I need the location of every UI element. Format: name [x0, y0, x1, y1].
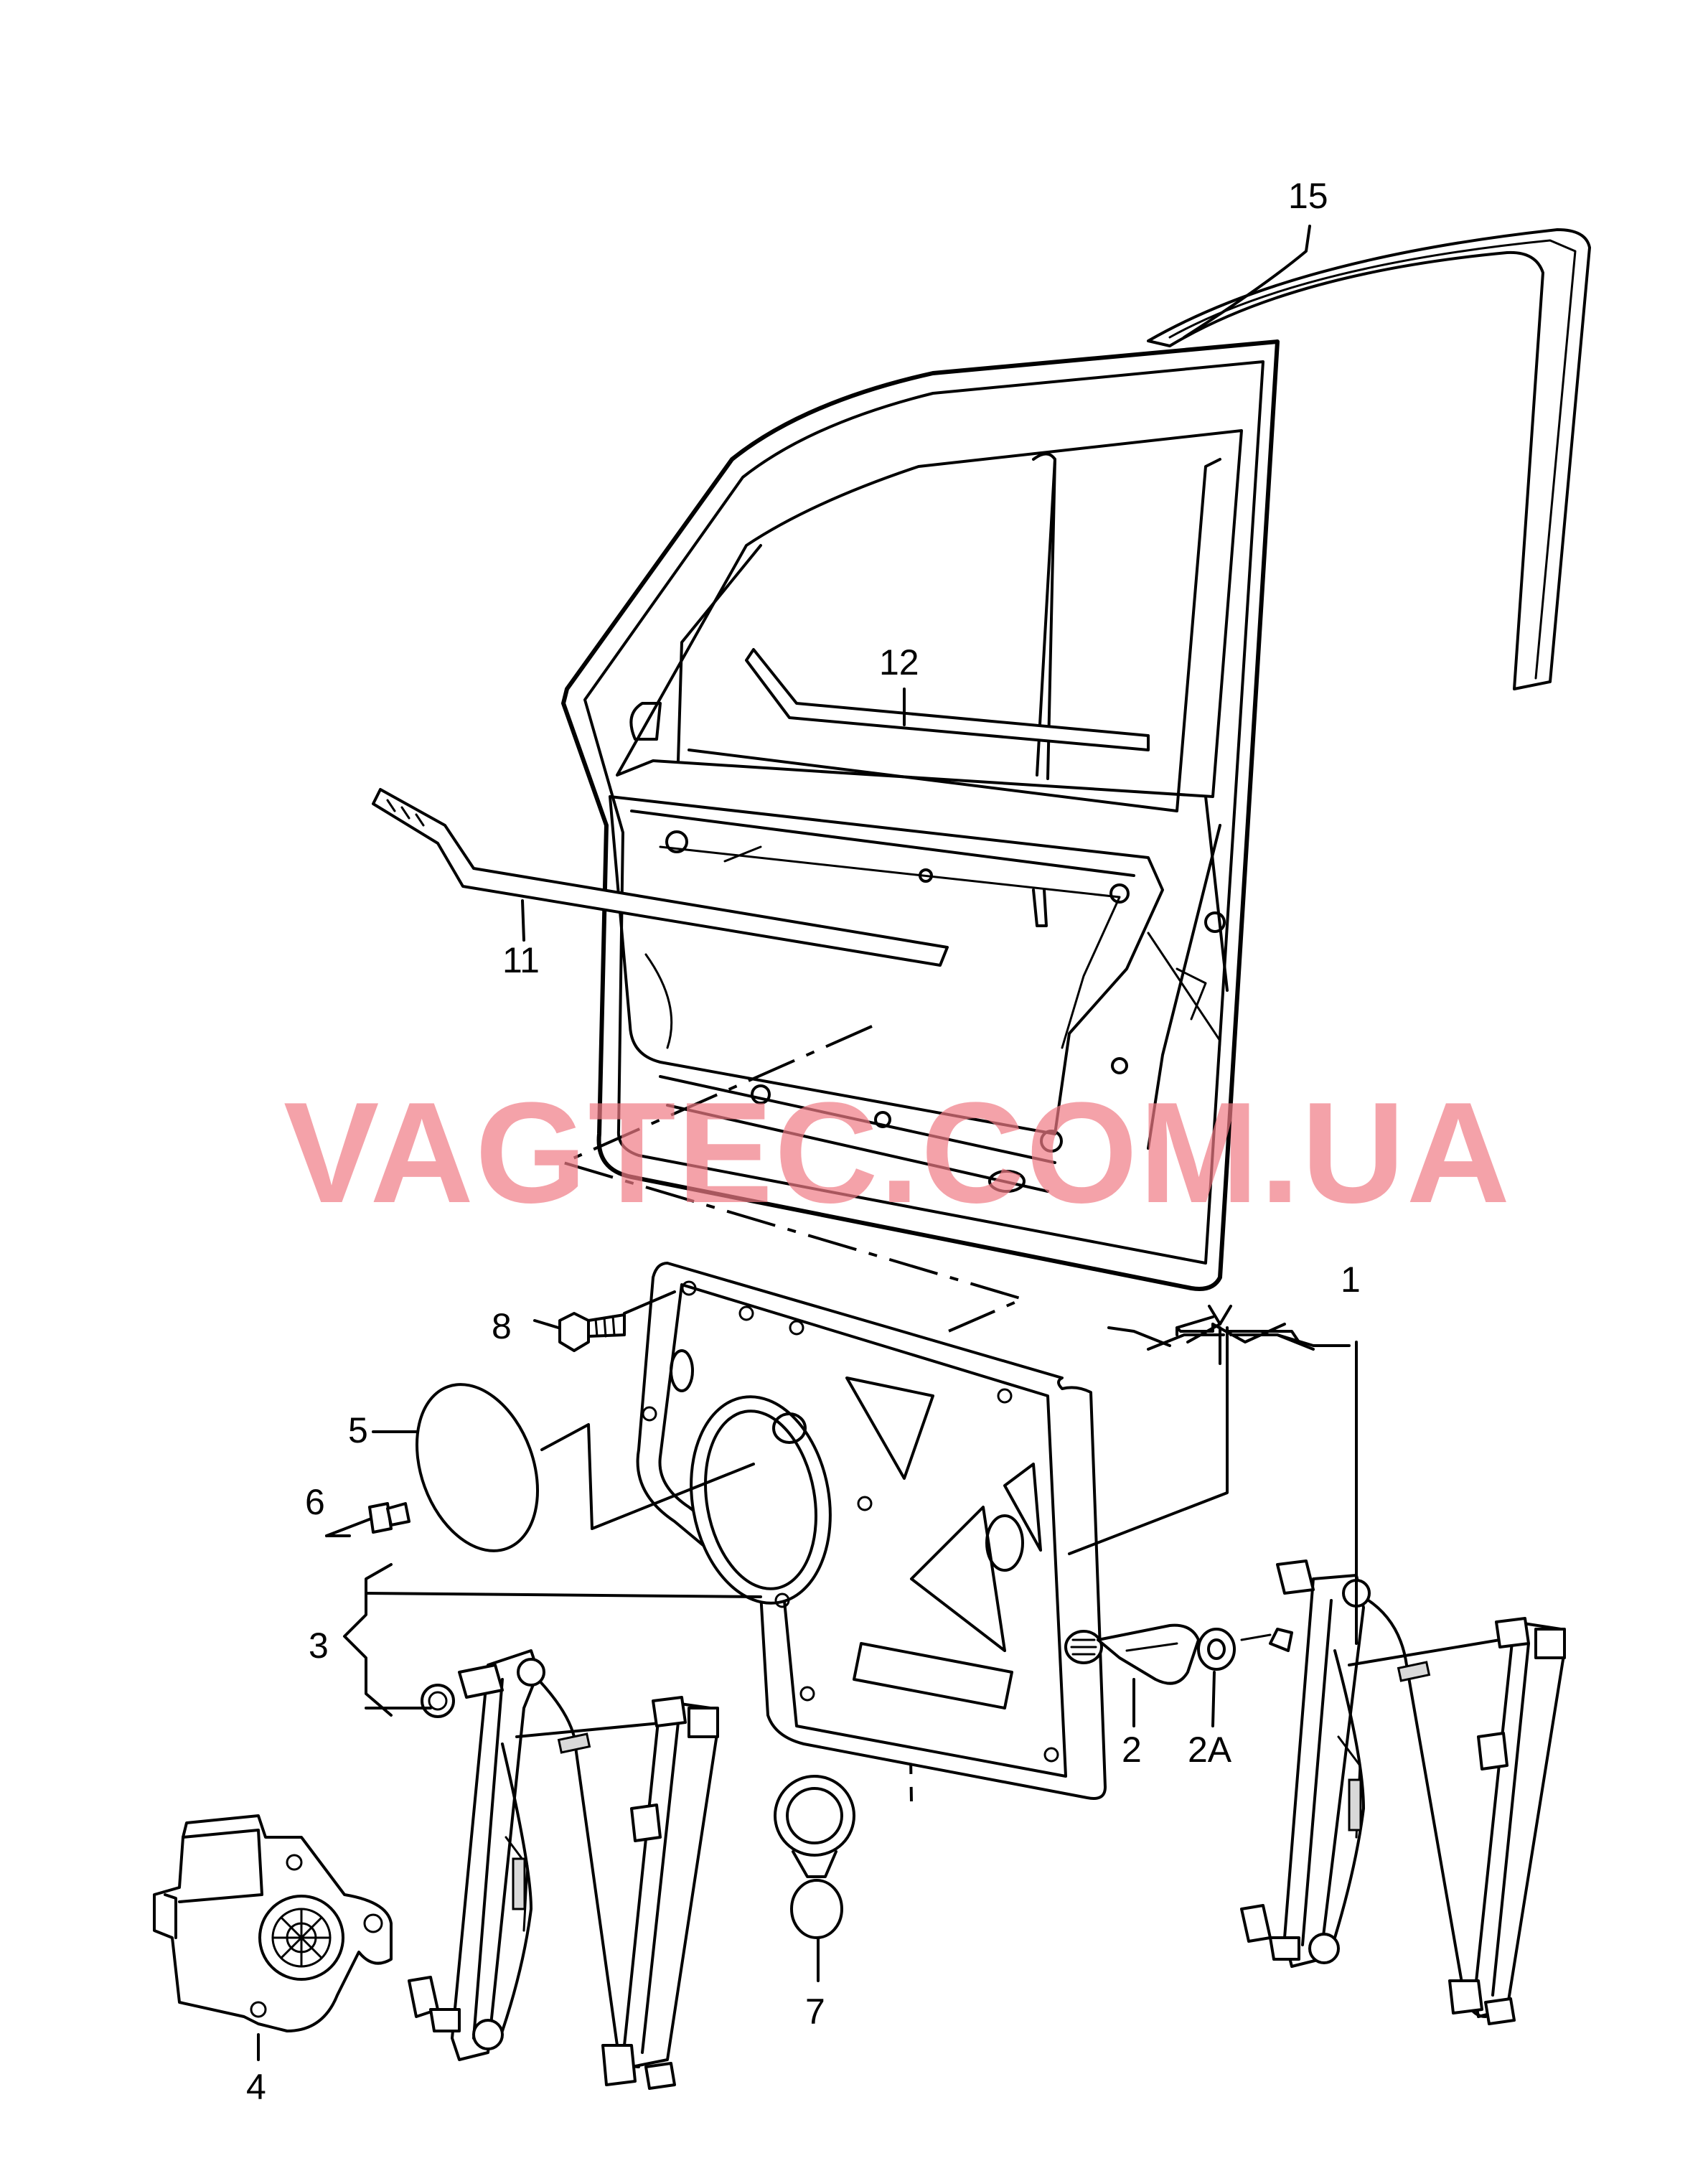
callout-12: 12 [879, 642, 919, 683]
window-seal-15 [1147, 228, 1591, 690]
callout-labels: 15 12 11 1 8 5 6 3 2 2A 7 4 [246, 176, 1361, 2107]
rivet-6 [325, 1502, 410, 1537]
door-module-carrier [636, 1262, 1107, 1800]
callout-4: 4 [246, 2067, 266, 2107]
leader-lines [257, 225, 1358, 2061]
callout-3: 3 [309, 1626, 329, 1666]
washer-2a [1197, 1628, 1236, 1671]
callout-11: 11 [502, 940, 540, 980]
window-motor-4 [153, 1814, 393, 2032]
callout-6: 6 [305, 1482, 325, 1522]
window-regulator-1 [1240, 1559, 1566, 2025]
cap-7 [774, 1775, 855, 1939]
screw-8 [558, 1312, 626, 1352]
door-shell [561, 339, 1280, 1291]
callout-1: 1 [1341, 1260, 1361, 1300]
callout-2: 2 [1122, 1730, 1142, 1770]
cover-disc-5 [415, 1383, 540, 1552]
window-guide-rail-12 [745, 648, 1150, 751]
callout-5: 5 [348, 1410, 368, 1450]
window-regulator-3 [408, 1649, 719, 2090]
callout-15: 15 [1288, 176, 1328, 216]
callout-8: 8 [492, 1306, 512, 1346]
callout-7: 7 [805, 1992, 825, 2032]
watermark-text: VAGTEC.COM.UA [283, 1073, 1511, 1233]
crank-handle-2 [1064, 1623, 1200, 1685]
window-guide-rail-11 [372, 788, 949, 967]
callout-2a: 2A [1188, 1730, 1232, 1770]
